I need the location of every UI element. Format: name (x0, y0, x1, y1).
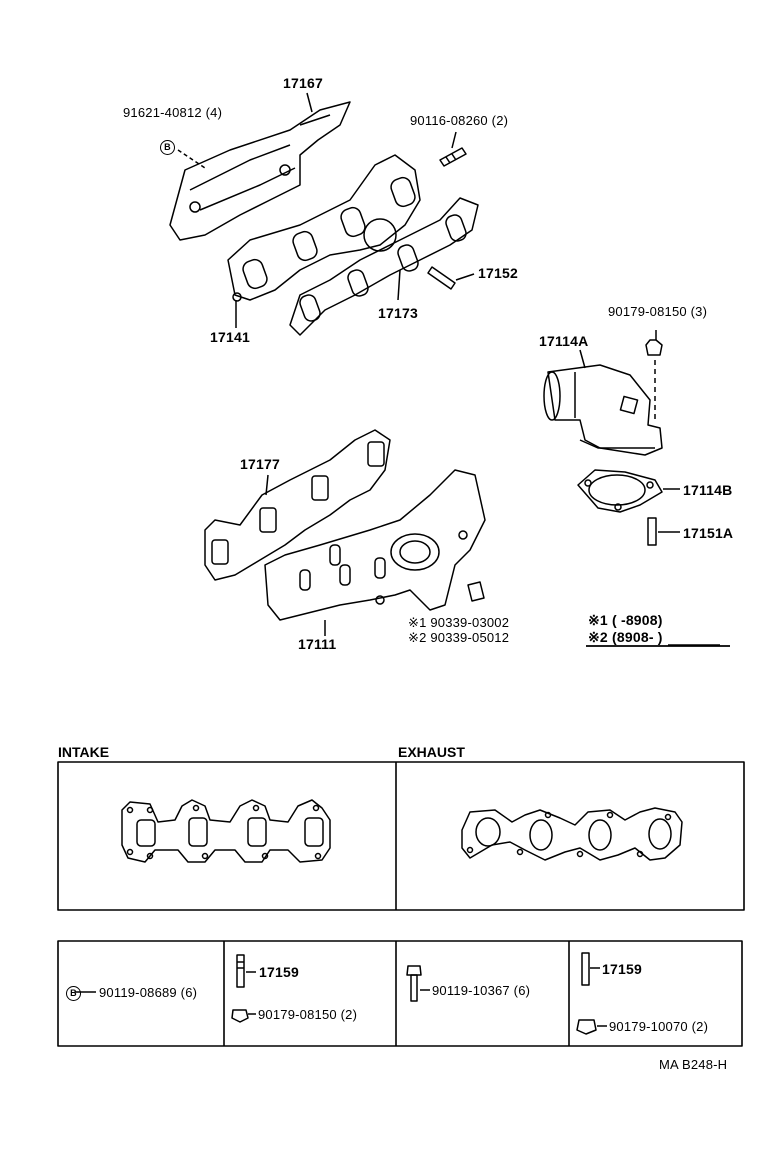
exhaust-gasket-drawing (461, 807, 683, 861)
stud-17159-col2 (236, 954, 245, 988)
b-circle-icon: B (66, 986, 81, 1002)
stud-17152 (427, 266, 456, 290)
label-17114A: 17114A (539, 333, 589, 349)
outlet-elbow-17114A (543, 364, 663, 456)
intake-gasket-drawing (121, 799, 331, 863)
hw-90179-10070: 90179-10070 (2) (609, 1019, 709, 1034)
label-17167: 17167 (283, 75, 323, 91)
hw-90119-08689: 90119-08689 (6) (99, 985, 198, 1000)
intake-title: INTAKE (58, 744, 110, 760)
note-1: ※1 90339-03002 (408, 615, 510, 630)
label-17173: 17173 (378, 305, 418, 321)
b-circle-icon: B (160, 140, 175, 156)
nut-col2 (231, 1009, 249, 1023)
plug-90339 (467, 581, 485, 602)
intake-manifold-17111 (264, 469, 486, 621)
gasket-17114B (577, 469, 663, 513)
leader-91621 (177, 149, 206, 169)
label-91621: 91621-40812 (4) (123, 105, 223, 120)
hw-90119-10367: 90119-10367 (6) (432, 983, 531, 998)
hw-90179-08150: 90179-08150 (2) (258, 1007, 358, 1022)
exhaust-title: EXHAUST (398, 744, 465, 760)
diagram-code: MA B248-H (659, 1057, 728, 1072)
label-17114B: 17114B (683, 482, 733, 498)
hw-17159-b: 17159 (602, 961, 642, 977)
label-17151A: 17151A (683, 525, 734, 541)
label-17152: 17152 (478, 265, 518, 281)
gasket-box (57, 761, 745, 911)
stud-90116 (439, 147, 467, 167)
legend-1: ※1 ( -8908) (588, 612, 663, 628)
label-17111: 17111 (298, 636, 337, 652)
heat-insulator-17167 (169, 101, 351, 241)
legend-2: ※2 (8908- ) (588, 629, 663, 645)
nut-col4 (576, 1019, 597, 1035)
leader-17167 (306, 92, 313, 113)
hw-b-mark: B (66, 986, 81, 1002)
label-17177: 17177 (240, 456, 280, 472)
nut-90179-08150 (645, 339, 663, 356)
bolt-col3 (406, 965, 422, 1002)
note-2: ※2 90339-05012 (408, 630, 510, 645)
stud-17151A (647, 517, 657, 546)
exhaust-manifold-17141 (227, 154, 421, 302)
exhaust-gasket-17173 (289, 197, 479, 336)
intake-gasket-17177 (204, 429, 391, 581)
stud-17159-col4 (581, 952, 590, 986)
label-17141: 17141 (210, 329, 250, 345)
b-mark: B (160, 140, 175, 156)
hw-17159-a: 17159 (259, 964, 299, 980)
label-90116: 90116-08260 (2) (410, 113, 509, 128)
hardware-table (57, 940, 743, 1047)
label-90179-08150: 90179-08150 (3) (608, 304, 708, 319)
